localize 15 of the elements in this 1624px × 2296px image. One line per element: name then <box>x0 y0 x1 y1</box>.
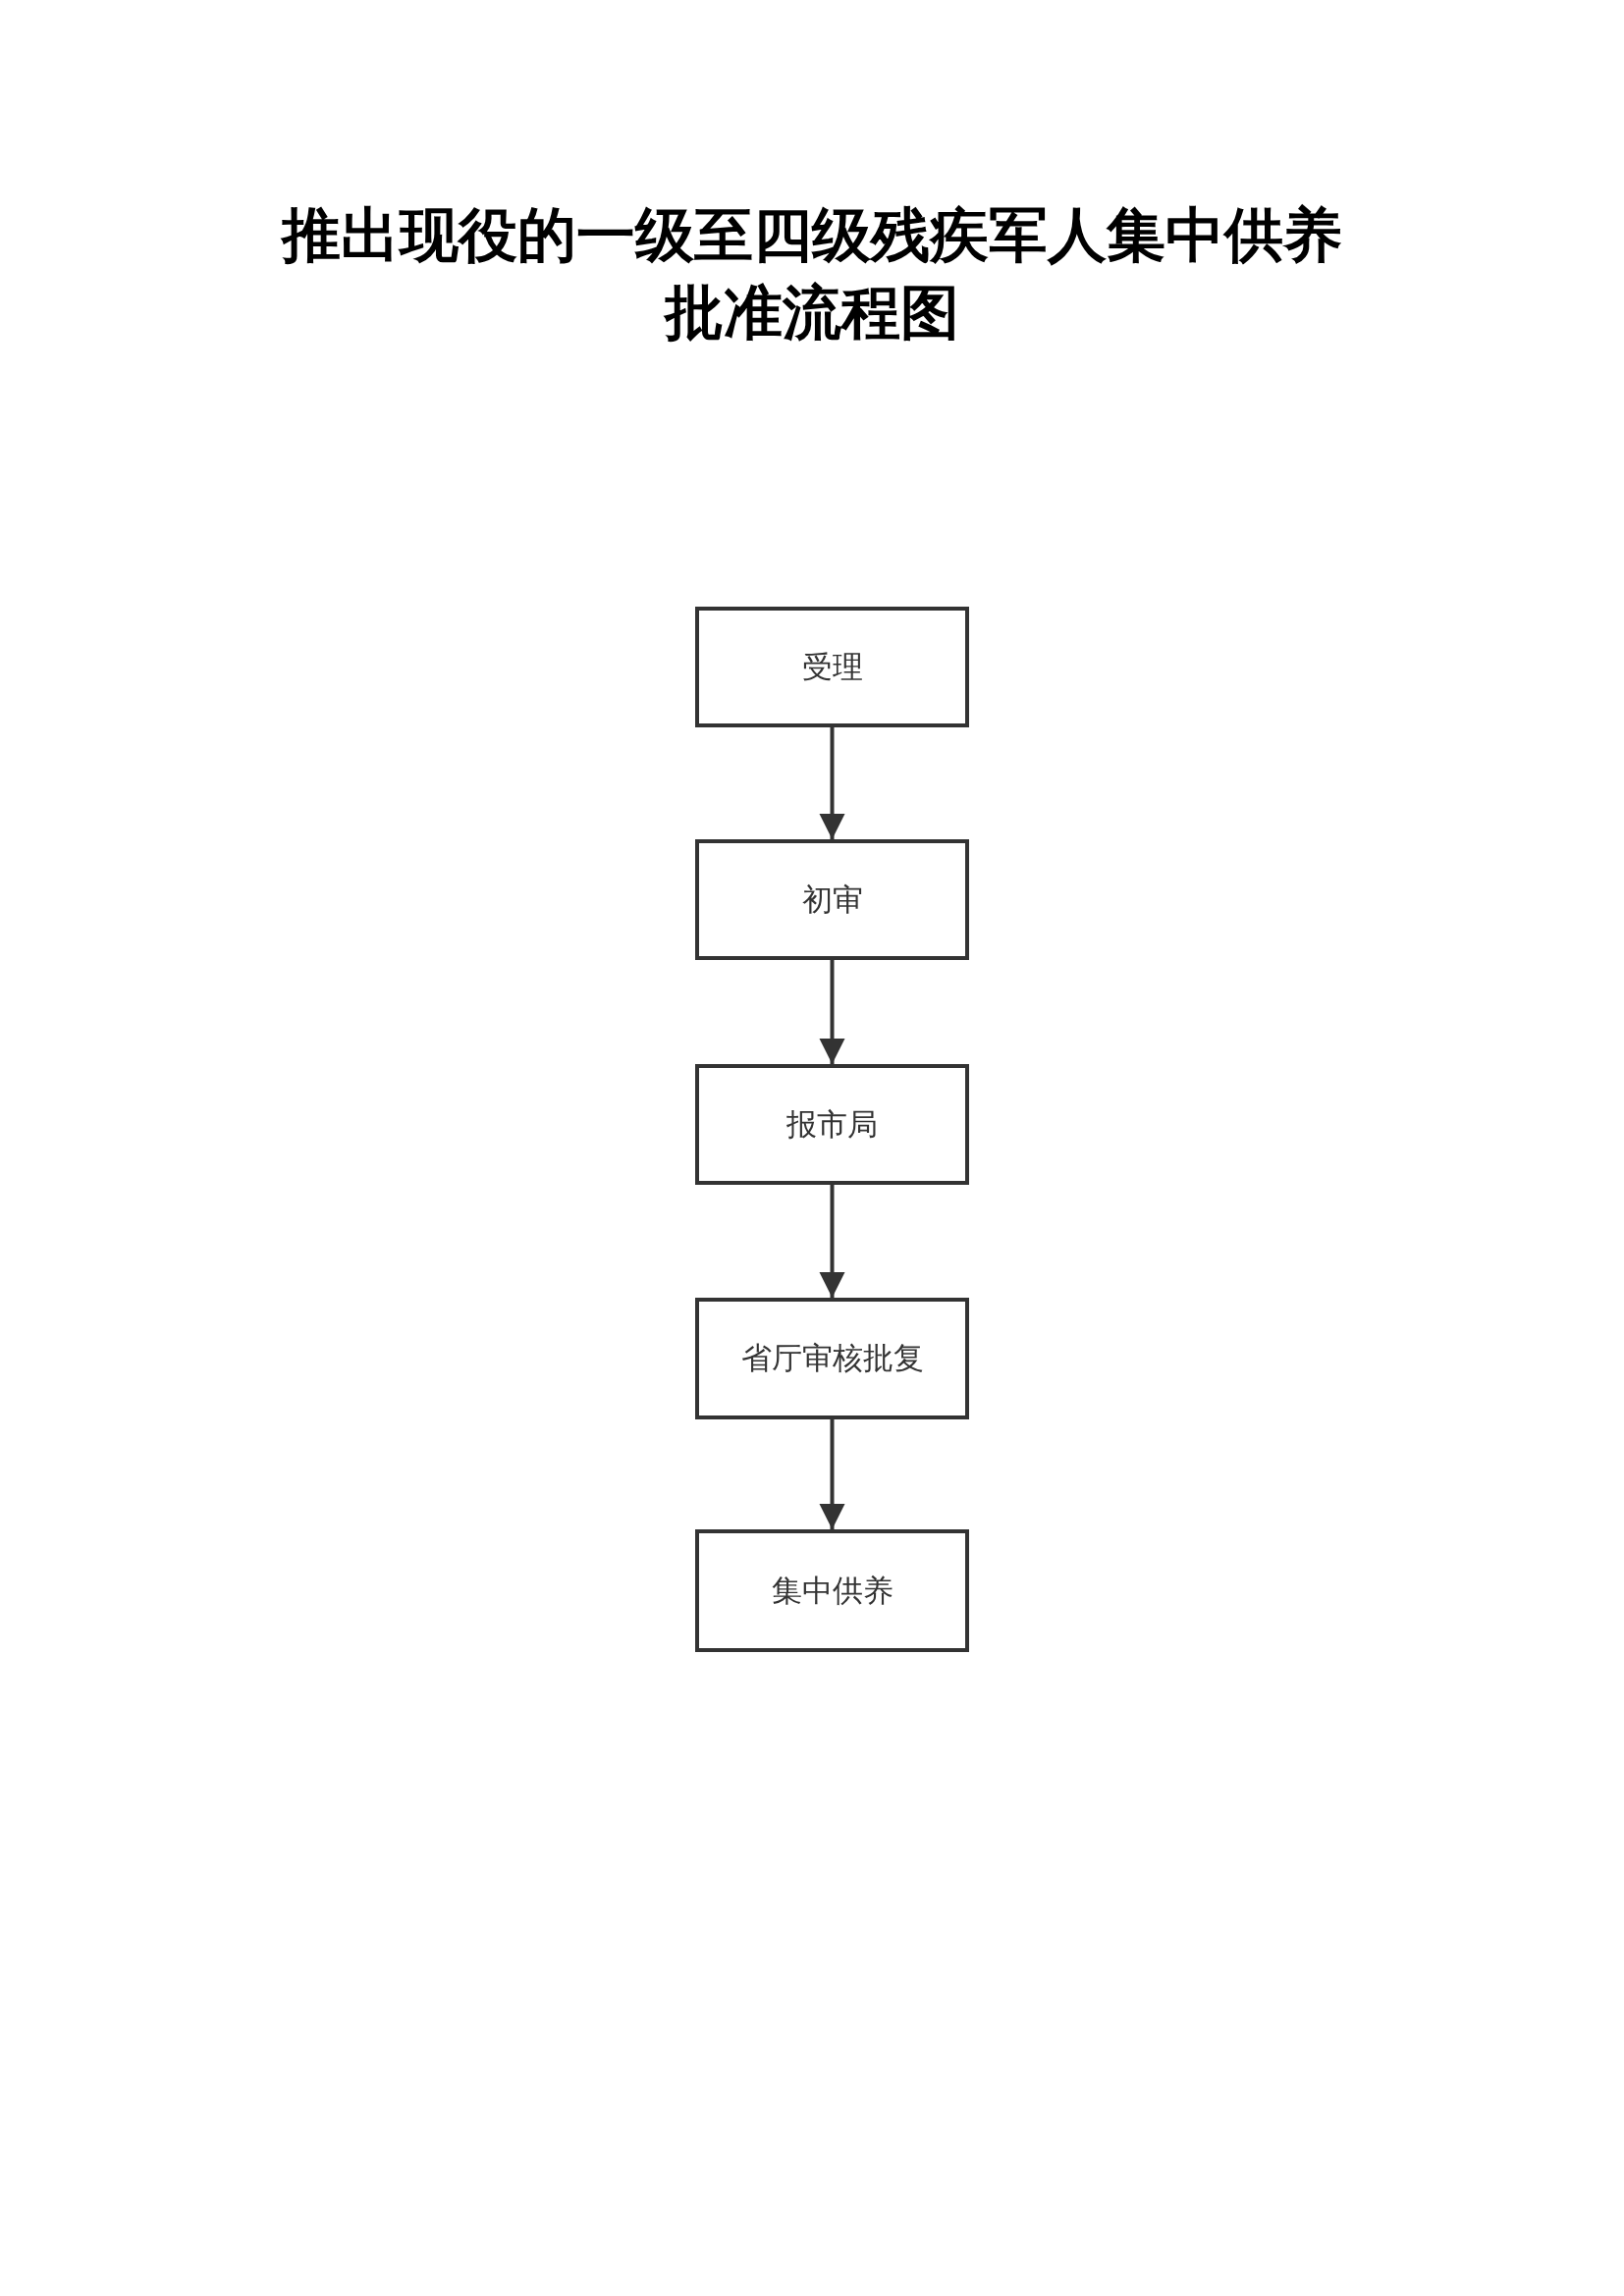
step-label: 报市局 <box>786 1104 878 1144</box>
diagram-title: 推出现役的一级至四级残疾军人集中供养批准流程图 <box>280 199 1343 348</box>
arrow <box>819 960 845 1064</box>
step-label: 省厅审核批复 <box>740 1339 924 1377</box>
process-box <box>695 1298 969 1419</box>
arrow <box>819 1419 845 1529</box>
step-label: 受理 <box>801 647 863 686</box>
arrow <box>819 727 845 839</box>
step-label: 初审 <box>801 880 863 919</box>
process-box <box>695 1529 969 1652</box>
step-label: 集中供养 <box>771 1571 893 1610</box>
process-box <box>695 607 969 727</box>
process-box <box>695 839 969 960</box>
process-box <box>695 1064 969 1185</box>
arrow <box>819 1185 845 1298</box>
